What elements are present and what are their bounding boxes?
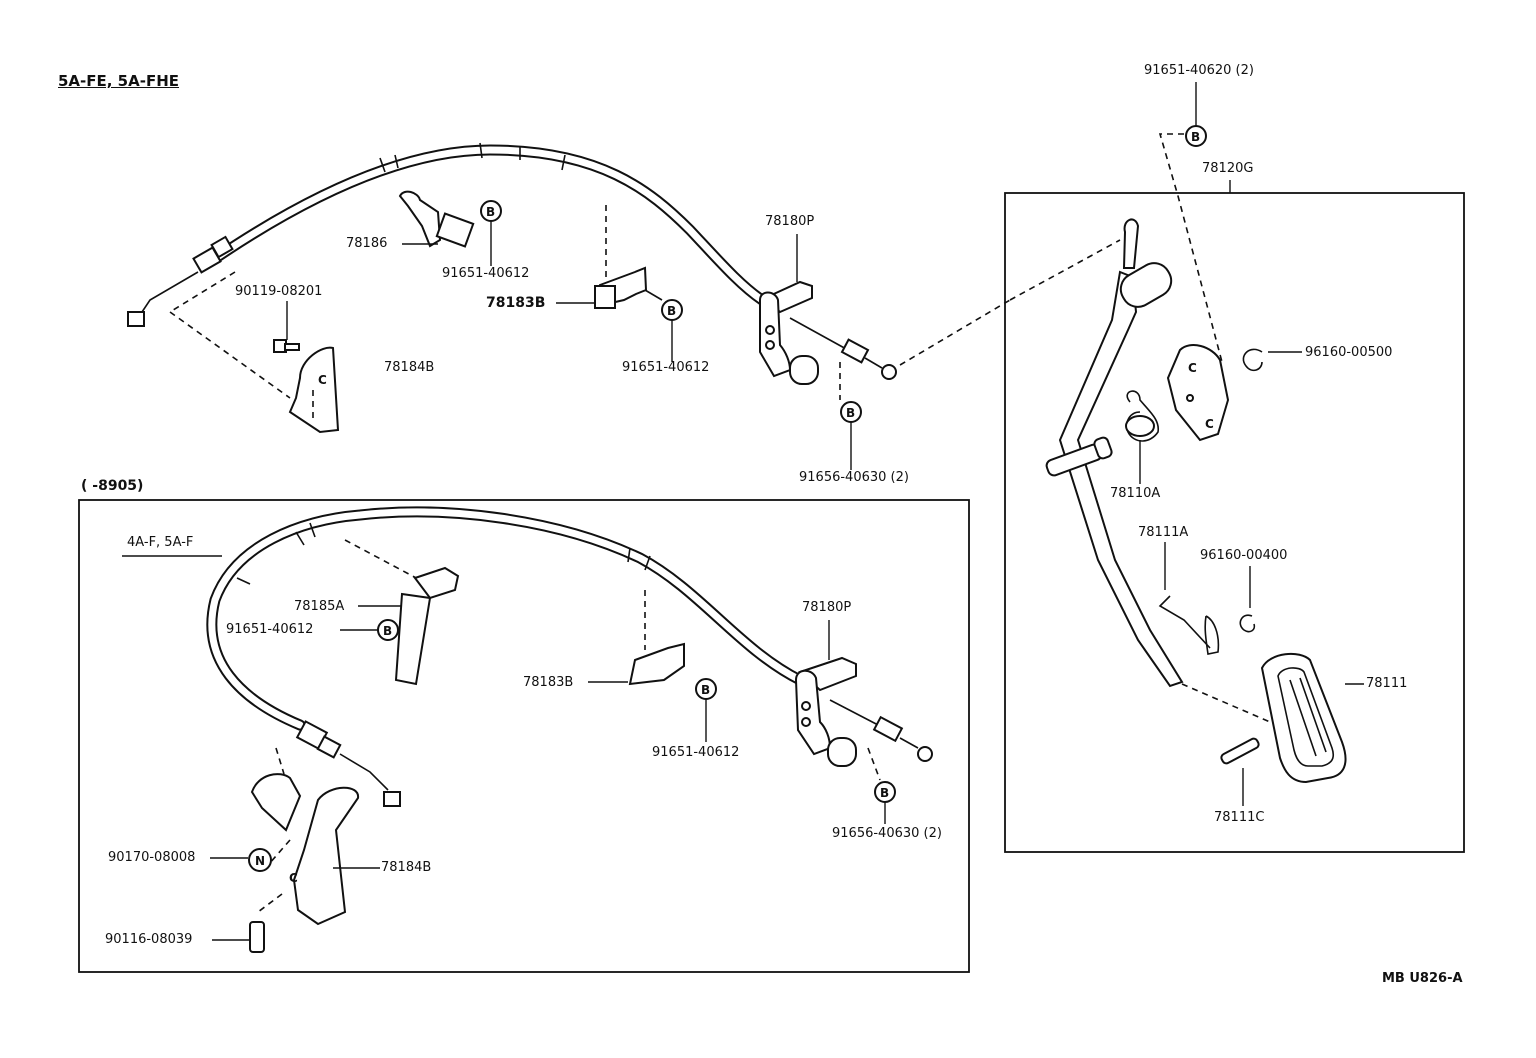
nut-marker-letter: N: [255, 854, 265, 868]
top-clip-78186: [398, 190, 475, 248]
bolt-marker-bottom-78185a: B: [377, 619, 399, 641]
part-label-91651-40620: 91651-40620 (2): [1144, 63, 1254, 78]
bolt-marker-top-78180p: B: [840, 401, 862, 470]
part-label-78183b-top: 78183B: [486, 295, 546, 311]
part-label-78111a: 78111A: [1138, 525, 1189, 540]
part-label-90119-08201: 90119-08201: [235, 284, 323, 299]
top-variant-title: 5A-FE, 5A-FHE: [58, 72, 180, 90]
bottom-clamp-78183b: [588, 590, 685, 686]
figure-code: MB U826-A: [1382, 971, 1463, 986]
part-label-96160-00400: 96160-00400: [1200, 548, 1288, 563]
part-label-78111: 78111: [1366, 676, 1408, 691]
bottom-variant-frame: [78, 499, 970, 973]
part-label-78180p-bottom: 78180P: [802, 600, 852, 615]
part-label-91656-40630-bottom: 91656-40630 (2): [832, 826, 942, 841]
bottom-clip-78185a: [340, 539, 460, 686]
pedal-spring-78110a: [1125, 390, 1160, 484]
part-label-78183b-bottom: 78183B: [523, 675, 574, 690]
bottom-leaders: [210, 857, 380, 941]
top-throttle-bracket-78180p: [759, 234, 897, 400]
top-accelerator-cable: [127, 142, 768, 327]
top-clamp-78183b: [556, 205, 663, 309]
pedal-clip-96160-00400: [1239, 566, 1256, 633]
part-label-96160-00500: 96160-00500: [1305, 345, 1393, 360]
part-label-78184b-top: 78184B: [384, 360, 435, 375]
bolt-marker-letter: B: [1191, 130, 1200, 144]
bolt-marker-letter: B: [383, 624, 392, 638]
bottom-bracket-78184b: C: [249, 747, 359, 953]
nut-marker-bottom: N: [248, 848, 272, 872]
bolt-marker-letter: B: [846, 406, 855, 420]
part-label-78110a: 78110A: [1110, 486, 1161, 501]
top-cable-end-fitting: [169, 271, 291, 399]
svg-text:C: C: [1188, 361, 1197, 375]
bolt-marker-bottom-78180p: B: [874, 781, 896, 824]
svg-text:C: C: [318, 373, 327, 387]
pedal-assembly-frame: [1004, 192, 1465, 853]
bolt-marker-top-78186: B: [480, 200, 502, 266]
part-label-78186: 78186: [346, 236, 388, 251]
bolt-marker-bottom-78183b: B: [695, 678, 717, 742]
svg-text:C: C: [1205, 417, 1214, 431]
part-label-90170-08008: 90170-08008: [108, 850, 196, 865]
part-label-78185a: 78185A: [294, 599, 345, 614]
part-label-91651-40612-bottom-d: 91651-40612: [652, 745, 740, 760]
pedal-spring-78111a: [1158, 542, 1220, 655]
bottom-variant-title: 4A-F, 5A-F: [127, 535, 194, 550]
pedal-pad-78111: [1260, 652, 1364, 784]
bolt-marker-letter: B: [701, 683, 710, 697]
part-label-78184b-bottom: 78184B: [381, 860, 432, 875]
part-label-78111c: 78111C: [1214, 810, 1265, 825]
top-cable-to-pedal-link: [899, 299, 1011, 366]
pedal-lever-plate: C C: [1166, 344, 1230, 442]
bolt-marker-letter: B: [667, 304, 676, 318]
top-bolt-90119: [273, 301, 300, 353]
bolt-marker-letter: B: [880, 786, 889, 800]
pedal-cable-link: [1009, 239, 1121, 301]
pedal-pad-link: [1181, 683, 1271, 723]
svg-text:C: C: [289, 871, 298, 885]
top-bracket-78184b: C: [288, 346, 340, 434]
bottom-accelerator-cable: [206, 506, 806, 807]
bottom-throttle-bracket-78180p: [794, 620, 933, 781]
pedal-arm: [1045, 218, 1184, 688]
bottom-date-range: ( -8905): [81, 478, 144, 494]
part-label-90116-08039: 90116-08039: [105, 932, 193, 947]
part-label-91656-40630-top: 91656-40630 (2): [799, 470, 909, 485]
pedal-pin-78111c: [1220, 737, 1260, 806]
pedal-bolt-91651-40620: B: [1158, 82, 1223, 363]
part-label-91651-40612-top-a: 91651-40612: [442, 266, 530, 281]
pedal-clip-96160-00500: [1242, 348, 1302, 372]
part-label-78120g: 78120G: [1202, 161, 1254, 176]
bolt-marker-letter: B: [486, 205, 495, 219]
part-label-91651-40612-bottom-c: 91651-40612: [226, 622, 314, 637]
bolt-marker-top-78183b: B: [661, 299, 683, 362]
part-label-78180p-top: 78180P: [765, 214, 815, 229]
part-label-91651-40612-top-b: 91651-40612: [622, 360, 710, 375]
